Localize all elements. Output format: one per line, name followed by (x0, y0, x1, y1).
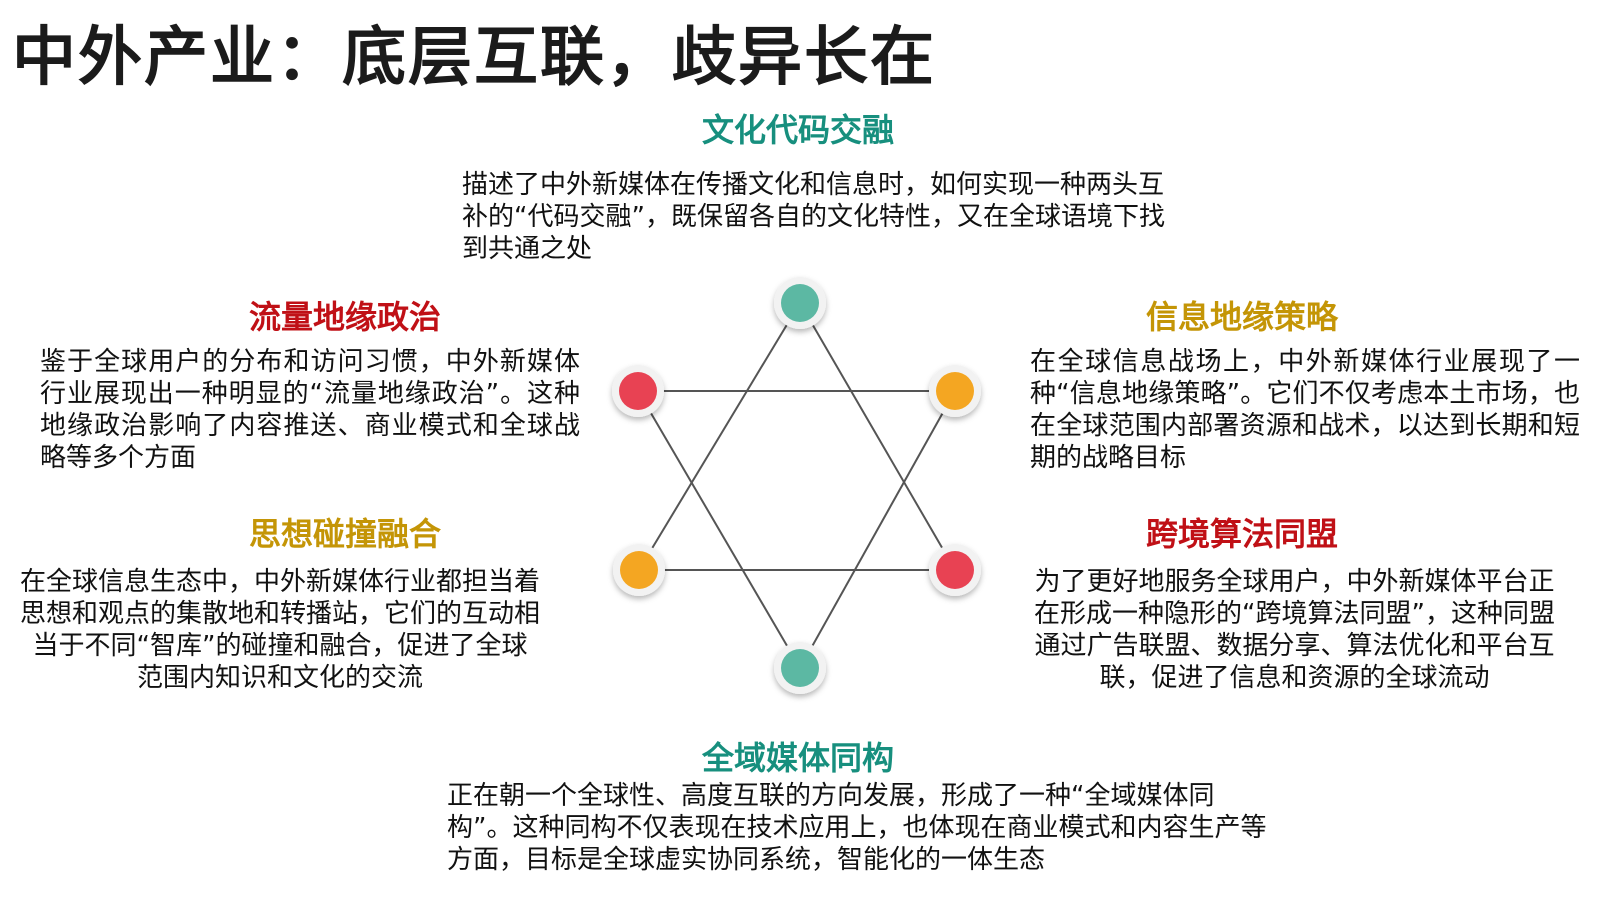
node-bottom-left (613, 544, 665, 596)
section-heading: 文化代码交融 (701, 111, 894, 149)
section-text: 为了更好地服务全球用户，中外新媒体平台正在形成一种隐形的“跨境算法同盟”，这种同… (1034, 567, 1555, 693)
section-heading: 信息地缘策略 (1145, 298, 1338, 336)
section-text: 在全球信息生态中，中外新媒体行业都担当着思想和观点的集散地和转播站，它们的互动相… (20, 567, 541, 693)
line-bottom-to-topleft (637, 390, 801, 669)
hexagram-lines (637, 302, 956, 669)
node-bottom-right (929, 544, 981, 596)
section-text: 描述了中外新媒体在传播文化和信息时，如何实现一种两头互补的“代码交融”，既保留各… (462, 170, 1165, 264)
node-top-left (612, 365, 664, 417)
line-topright-to-bottom (799, 390, 956, 669)
node-bottom (774, 642, 826, 694)
section-text: 正在朝一个全球性、高度互联的方向发展，形成了一种“全域媒体同构”。这种同构不仅表… (447, 781, 1267, 875)
page-title: 中外产业：底层互联，歧异长在 (12, 21, 936, 95)
section-heading: 思想碰撞融合 (248, 515, 441, 553)
section-heading: 全域媒体同构 (701, 739, 894, 777)
section-heading: 流量地缘政治 (248, 298, 441, 336)
line-bottomleft-to-top (638, 302, 801, 571)
section-text: 在全球信息战场上，中外新媒体行业展现了一种“信息地缘策略”。它们不仅考虑本土市场… (1030, 347, 1580, 473)
node-top-right (929, 365, 981, 417)
section-heading: 跨境算法同盟 (1145, 515, 1338, 553)
line-top-to-bottomright (799, 302, 956, 571)
section-text: 鉴于全球用户的分布和访问习惯，中外新媒体行业展现出一种明显的“流量地缘政治”。这… (40, 347, 580, 473)
node-top (774, 277, 826, 329)
